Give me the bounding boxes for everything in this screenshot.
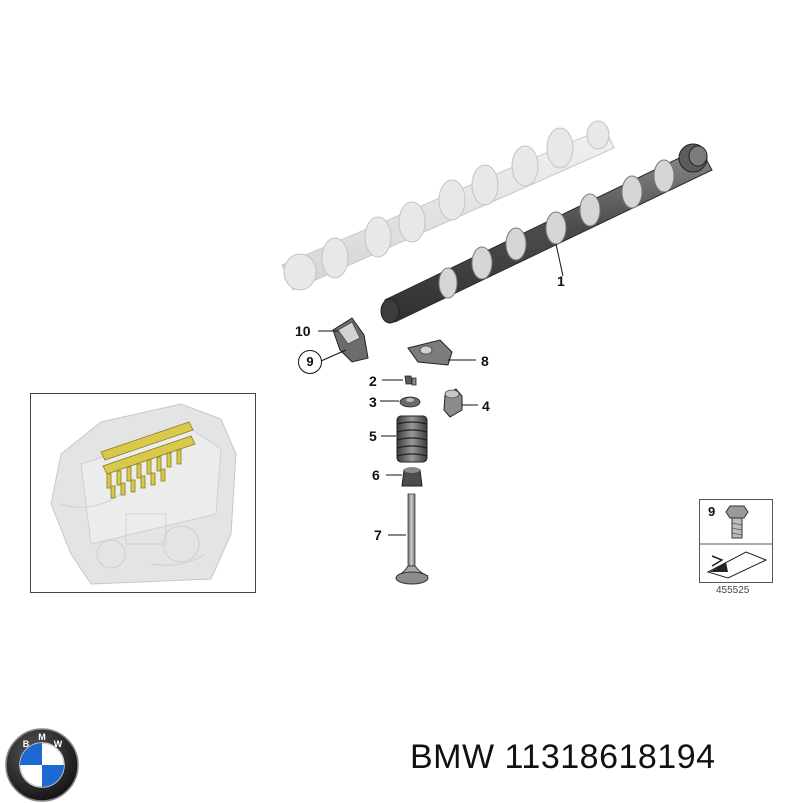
callout-6: 6 <box>372 467 380 483</box>
engine-inset <box>30 393 256 593</box>
brand-name: BMW <box>410 738 495 776</box>
bmw-roundel-icon: BMW <box>5 728 79 802</box>
bracket-icon <box>332 317 369 363</box>
legend-box <box>699 499 773 583</box>
bolt-icon <box>700 505 772 579</box>
spring-retainer-icon <box>399 396 421 408</box>
callout-7: 7 <box>374 527 382 543</box>
hydraulic-lifter-icon <box>443 388 463 418</box>
callout-8: 8 <box>481 353 489 369</box>
ghost-camshaft-icon <box>281 120 615 291</box>
callout-10: 10 <box>295 323 311 339</box>
callout-1: 1 <box>557 273 565 289</box>
valve-stem-seal-icon <box>401 467 423 487</box>
arrow-wedge-icon <box>706 551 768 579</box>
reference-code: 455525 <box>716 585 750 596</box>
logo-lettering: BMW <box>23 732 63 749</box>
valve-keeper-icon <box>404 375 417 386</box>
callout-5: 5 <box>369 428 377 444</box>
engine-block-icon <box>50 403 237 585</box>
callout-9-circled: 9 <box>298 350 322 374</box>
rocker-arm-icon <box>407 339 453 366</box>
callout-4: 4 <box>482 398 490 414</box>
callout-2: 2 <box>369 373 377 389</box>
valve-spring-icon <box>396 415 428 463</box>
highlighted-valvetrain-icon <box>100 421 196 499</box>
valve-icon <box>395 493 429 585</box>
part-number-label: BMW 11318618194 <box>410 738 716 777</box>
part-number: 11318618194 <box>504 738 716 776</box>
callout-3: 3 <box>369 394 377 410</box>
camshaft-icon <box>380 143 713 324</box>
legend-number: 9 <box>708 504 716 519</box>
